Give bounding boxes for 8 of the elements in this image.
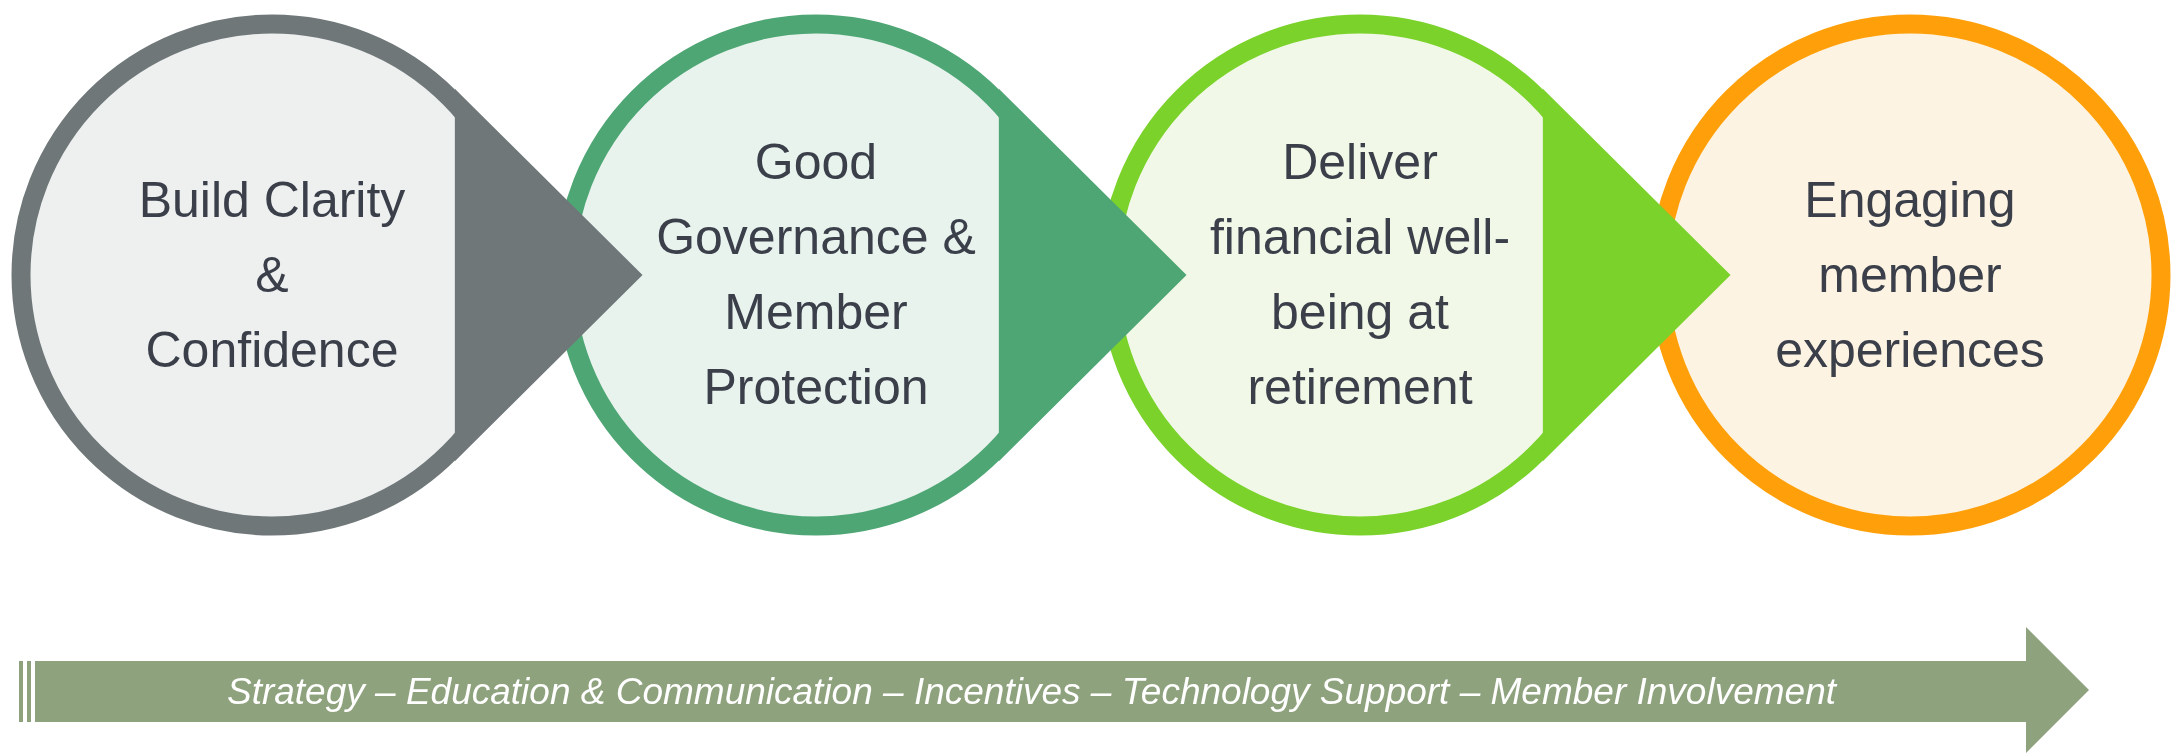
circle-label: Build Clarity & Confidence — [137, 170, 407, 380]
circle-label: Deliver financial well-being at retirement — [1208, 133, 1512, 417]
pointer-arrow — [454, 88, 643, 462]
circle-label: Good Governance & Member Protection — [655, 133, 977, 417]
pointer-arrow — [1542, 88, 1731, 462]
circle-label: Engaging member experiences — [1774, 170, 2046, 380]
pointer-arrow — [998, 88, 1187, 462]
arrow-label: Strategy – Education & Communication – Incentives – Technology Support – Member Involvement — [227, 669, 1836, 714]
